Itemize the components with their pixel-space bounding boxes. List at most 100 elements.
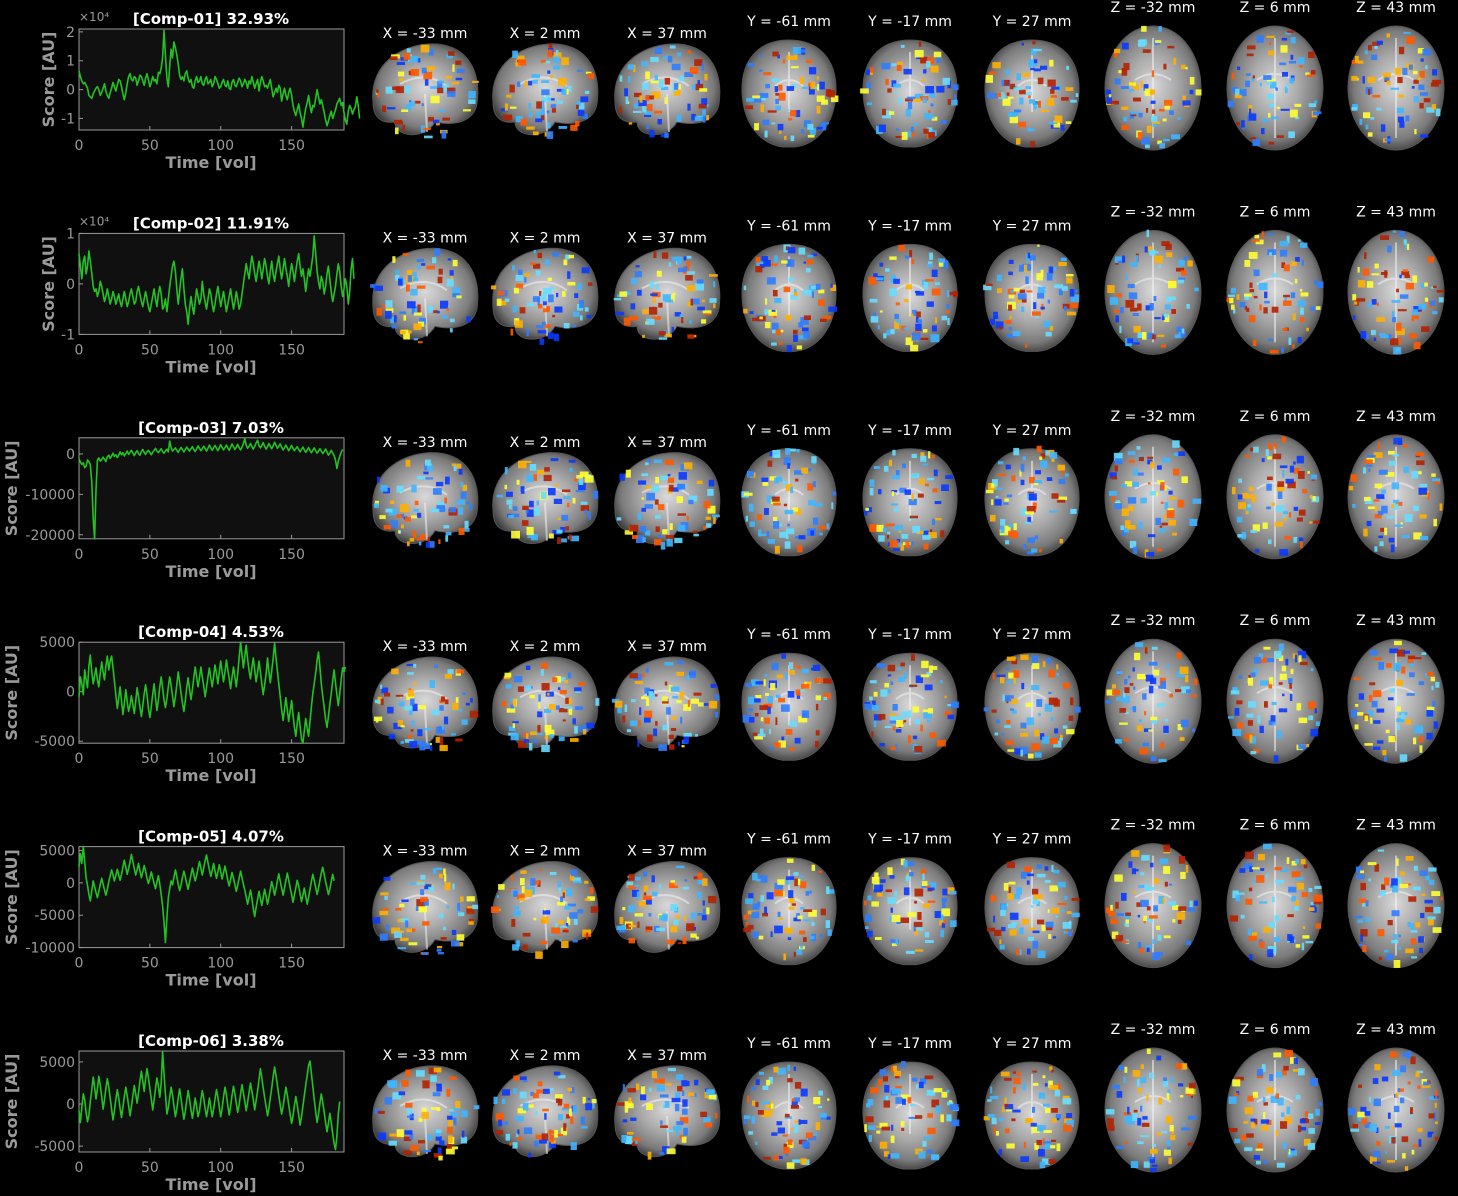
negative-activation-voxel [1376,708,1385,713]
negative-activation-voxel [900,1079,903,1082]
positive-activation-voxel [1357,712,1364,716]
positive-activation-voxel [929,732,937,738]
positive-activation-voxel [1051,456,1055,462]
negative-activation-voxel [1393,346,1402,355]
positive-activation-voxel [1418,471,1422,475]
negative-activation-voxel [1297,300,1306,307]
positive-activation-voxel [1165,243,1172,250]
negative-activation-voxel [662,1104,665,1109]
negative-activation-voxel [1420,92,1428,96]
positive-activation-voxel [390,56,398,61]
positive-activation-voxel [944,695,947,699]
positive-activation-voxel [1433,518,1437,527]
negative-activation-voxel [1163,725,1169,733]
positive-activation-voxel [891,491,894,497]
positive-activation-voxel [522,932,531,937]
negative-activation-voxel [1418,487,1428,495]
brain-slice-9: Z = 43 mm [1347,818,1445,969]
negative-activation-voxel [1043,320,1051,328]
negative-activation-voxel [1260,868,1265,871]
negative-activation-voxel [676,114,682,122]
positive-activation-voxel [869,524,877,532]
negative-activation-voxel [814,503,823,507]
negative-activation-voxel [1164,718,1169,722]
positive-activation-voxel [399,504,409,513]
positive-activation-voxel [569,874,575,881]
positive-activation-voxel [1391,1137,1396,1144]
positive-activation-voxel [1012,670,1020,678]
positive-activation-voxel [1309,521,1313,524]
positive-activation-voxel [547,693,550,696]
positive-activation-voxel [1246,1133,1254,1138]
positive-activation-voxel [421,1107,427,1112]
positive-activation-voxel [1411,1149,1415,1155]
negative-activation-voxel [549,734,554,738]
negative-activation-voxel [1365,917,1371,923]
negative-activation-voxel [764,674,768,677]
negative-activation-voxel [919,1081,924,1089]
positive-activation-voxel [501,701,507,707]
negative-activation-voxel [525,685,532,691]
slice-coordinate-label: Y = 27 mm [992,423,1072,439]
negative-activation-voxel [686,675,690,681]
negative-activation-voxel [801,668,809,674]
negative-activation-voxel [788,890,794,899]
negative-activation-voxel [867,507,872,513]
negative-activation-voxel [1180,719,1189,728]
negative-activation-voxel [890,715,897,721]
negative-activation-voxel [421,952,429,955]
positive-activation-voxel [1381,272,1388,275]
negative-activation-voxel [1178,260,1185,267]
positive-activation-voxel [1031,1127,1040,1133]
positive-activation-voxel [498,884,505,890]
negative-activation-voxel [389,1080,398,1088]
positive-activation-voxel [567,1087,572,1092]
positive-activation-voxel [1280,45,1288,53]
negative-activation-voxel [996,674,1006,678]
negative-activation-voxel [883,333,887,339]
positive-activation-voxel [1292,1069,1302,1072]
positive-activation-voxel [765,693,769,696]
negative-activation-voxel [531,74,540,79]
positive-activation-voxel [1398,337,1402,345]
positive-activation-voxel [905,284,912,290]
negative-activation-voxel [434,664,439,668]
negative-activation-voxel [1005,667,1009,670]
negative-activation-voxel [1386,515,1395,519]
negative-activation-voxel [430,508,439,513]
negative-activation-voxel [636,891,640,900]
negative-activation-voxel [787,108,790,112]
positive-activation-voxel [383,525,392,530]
positive-activation-voxel [645,486,654,489]
positive-activation-voxel [645,926,653,931]
negative-activation-voxel [1054,284,1063,289]
positive-activation-voxel [914,888,924,897]
negative-activation-voxel [1168,883,1173,886]
negative-activation-voxel [428,884,434,892]
negative-activation-voxel [826,523,830,530]
positive-activation-voxel [917,493,924,498]
negative-activation-voxel [794,737,801,744]
negative-activation-voxel [638,100,647,107]
negative-activation-voxel [523,739,529,743]
negative-activation-voxel [1387,245,1392,253]
negative-activation-voxel [818,1090,823,1096]
negative-activation-voxel [781,704,790,712]
anatomy-hint [1256,242,1294,343]
positive-activation-voxel [816,76,819,80]
positive-activation-voxel [793,329,798,335]
negative-activation-voxel [628,76,631,83]
negative-activation-voxel [1162,316,1165,321]
positive-activation-voxel [1191,694,1197,698]
positive-activation-voxel [1249,734,1253,743]
brain-slice-7: Z = -32 mm [1104,818,1202,969]
negative-activation-voxel [1235,88,1240,96]
negative-activation-voxel [1427,1131,1434,1134]
negative-activation-voxel [384,1097,392,1105]
negative-activation-voxel [468,99,476,104]
positive-activation-voxel [990,895,997,902]
negative-activation-voxel [819,532,823,536]
slice-coordinate-label: X = 37 mm [627,639,707,655]
